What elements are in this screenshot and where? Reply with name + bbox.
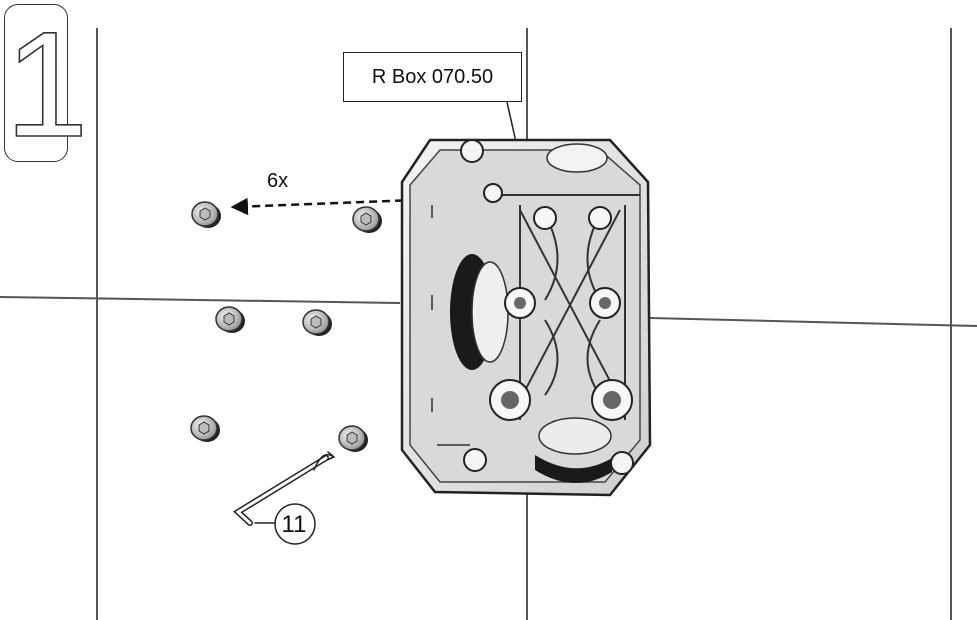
screw-icon (215, 306, 245, 333)
step-number-box: 1 (4, 0, 89, 168)
mounting-box-icon (400, 138, 652, 497)
quantity-label: 6x (267, 170, 289, 192)
screw-icon (302, 309, 332, 336)
step-number: 1 (4, 0, 89, 168)
screw-icon (352, 206, 382, 233)
screw-icon (338, 425, 368, 452)
tile-joint-horizontal (0, 296, 977, 327)
hex-key-icon (233, 451, 336, 545)
tile-joints (0, 28, 977, 620)
product-label: R Box 070.50 (343, 52, 522, 102)
callout-circle (274, 503, 316, 545)
tool-callout-number: 11 (281, 511, 307, 538)
screw-group (190, 201, 382, 452)
screw-icon (191, 201, 221, 228)
rotation-arrow-icon (313, 453, 333, 471)
screw-icon (190, 415, 220, 442)
corner-hole-icon (460, 139, 634, 475)
